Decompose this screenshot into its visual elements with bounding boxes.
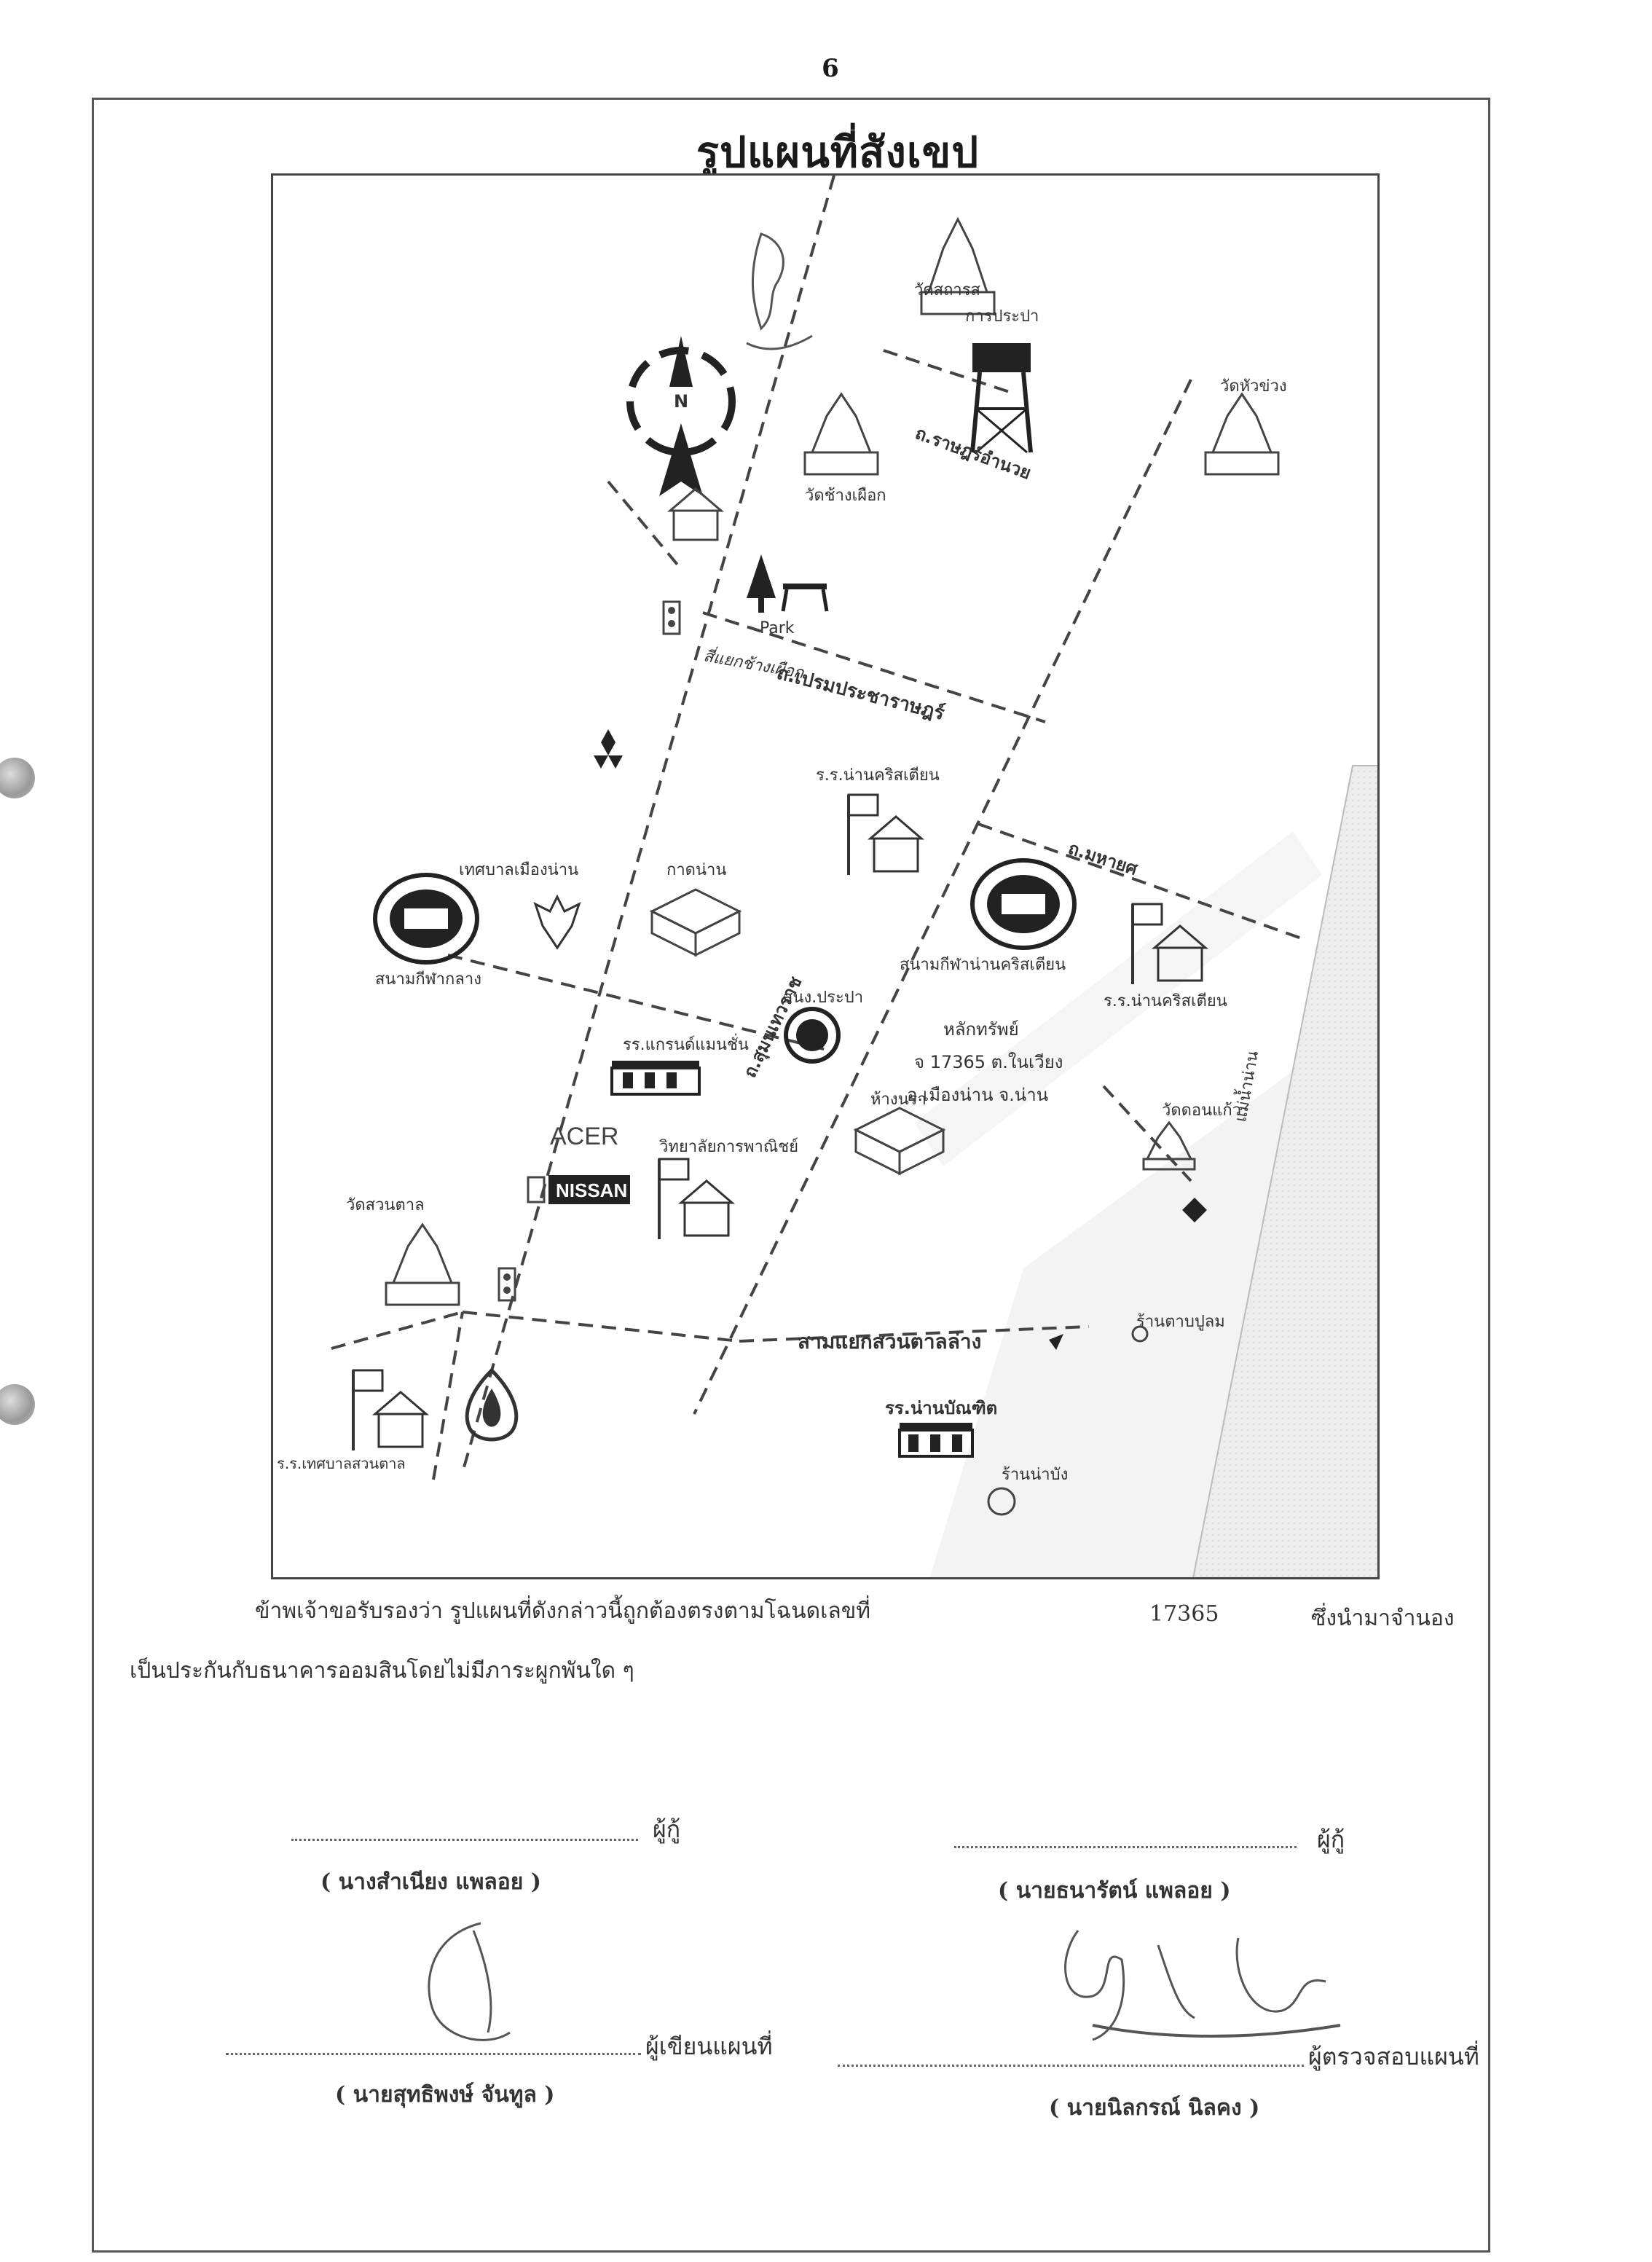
road-label-premprachara: ถ.เปรมประชาราษฎร์ — [774, 661, 946, 725]
label-collateral-2: จ 17365 ต.ในเวียง — [914, 1052, 1063, 1072]
school-building-icon — [898, 1423, 974, 1458]
label-shop: ห้างนรา — [870, 1091, 927, 1109]
drawer-label: ผู้เขียนแผนที่ — [645, 2033, 773, 2060]
nissan-logo-box — [548, 1175, 630, 1204]
checker-signature-line — [838, 2065, 1304, 2067]
drawer-signature — [428, 1922, 511, 2041]
temple-icon-top — [920, 216, 996, 315]
label-municipality: เทศบาลเมืองน่าน — [459, 861, 578, 879]
label-rr-nan-christian-right: ร.ร.น่านคริสเตียน — [1104, 992, 1227, 1010]
road-premprachara — [702, 611, 1046, 723]
label-water-supply: การประปา — [965, 307, 1039, 326]
label-rr-municipal-suan-tan: ร.ร.เทศบาลสวนตาล — [277, 1455, 406, 1472]
nissan-logo: NISSAN — [556, 1179, 627, 1201]
label-wat-right: วัดดอนแก้ว — [1162, 1101, 1241, 1120]
restaurant-marker-icon — [1131, 1325, 1149, 1343]
label-stadium-right: สนามกีฬาน่านคริสเตียน — [900, 956, 1066, 974]
borrower2-name: ( นายธนารัตน์ แพลอย ) — [998, 1878, 1231, 1904]
borrower1-name: ( นางสำเนียง แพลอย ) — [320, 1869, 541, 1895]
label-water-office: สนง.ประปา — [783, 989, 863, 1007]
borrower1-signature-line — [291, 1839, 638, 1841]
punch-hole-top — [0, 758, 35, 798]
nan-river — [1192, 765, 1377, 1577]
shop-building-icon — [853, 1107, 946, 1176]
svg-text:N: N — [674, 391, 688, 412]
borrower2-signature-line — [954, 1846, 1297, 1848]
traffic-light-icon-2 — [497, 1267, 516, 1302]
gym-building-icon — [649, 888, 742, 957]
shaded-area-2 — [914, 831, 1322, 1166]
label-collateral-3: อ.เมืองน่าน จ.น่าน — [907, 1085, 1048, 1105]
road-lower-left-stub — [432, 1311, 464, 1480]
school-flag-icon-3 — [658, 1158, 736, 1239]
traffic-light-icon — [662, 600, 681, 635]
water-office-seal-icon — [784, 1007, 841, 1064]
hotel-building-icon — [610, 1061, 701, 1096]
road-western-main — [461, 176, 835, 1473]
punch-hole-bottom — [0, 1384, 35, 1425]
road-sumonthewarat — [693, 379, 1192, 1415]
label-commerce-college: วิทยาลัยการพาณิชย์ — [658, 1138, 798, 1156]
checker-signature — [1064, 1930, 1341, 2041]
road-label-mahayot: ถ.มหายศ — [1066, 838, 1141, 879]
thailand-emblem-icon — [746, 232, 813, 350]
label-collateral-1: หลักทรัพย์ — [943, 1019, 1019, 1040]
map-canvas: N วัดสถารส การประปา ถ.ราษฎร์อำนวย วัดช้า… — [277, 176, 1377, 1577]
certification-line-1-tail: ซึ่งนำมาจำนอง — [1311, 1606, 1455, 1631]
temple-icon-suan-tan — [385, 1222, 460, 1306]
road-right-lane — [1102, 1085, 1192, 1182]
stadium-icon-left — [373, 873, 479, 965]
drawer-signature-line — [226, 2053, 641, 2055]
road-mahayot — [978, 822, 1308, 942]
road-bottom-crossing — [331, 1311, 463, 1350]
label-park: Park — [760, 619, 795, 637]
park-icon — [747, 554, 829, 613]
sketch-map: N วัดสถารส การประปา ถ.ราษฎร์อำนวย วัดช้า… — [271, 173, 1380, 1579]
road-rajfamnuai-west — [607, 480, 683, 570]
certification-line-2: เป็นประกันกับธนาคารออมสินโดยไม่มีภาระผูก… — [130, 1658, 634, 1684]
drawer-name: ( นายสุทธิพงษ์ จันทูล ) — [335, 2082, 555, 2108]
document-title: รูปแผนที่สังเขป — [696, 127, 980, 177]
road-mid-crossing — [447, 954, 827, 1051]
acer-logo: ACER — [550, 1123, 618, 1150]
checker-label: ผู้ตรวจสอบแผนที่ — [1308, 2043, 1479, 2070]
label-restaurant: ร้านตาบปูลม — [1136, 1313, 1225, 1331]
label-wat-suan-tan: วัดสวนตาล — [346, 1196, 425, 1214]
school-flag-icon-4 — [352, 1369, 430, 1450]
location-marker-icon — [1182, 1198, 1207, 1222]
label-junction: สามแยกสวนตาลล่าง — [798, 1330, 981, 1354]
borrower2-label: ผู้กู้ — [1317, 1826, 1345, 1853]
label-wat-chang-kham: วัดช้างเผือก — [805, 487, 886, 505]
page-number: 6 — [822, 54, 839, 83]
label-nam-pung: ร้านน่าบัง — [1002, 1466, 1068, 1484]
school-flag-icon-2 — [1131, 903, 1209, 984]
temple-icon-chang-kham — [803, 392, 879, 476]
label-grand-mansion: รร.แกรนด์แมนชั่น — [623, 1033, 749, 1054]
house-icon — [666, 487, 725, 541]
label-gymnasium: กาดน่าน — [666, 861, 726, 879]
mitsubishi-logo-icon — [594, 729, 623, 769]
certification-line-1: ข้าพเจ้าขอรับรองว่า รูปแผนที่ดังกล่าวนี้… — [255, 1598, 871, 1624]
label-wat-top: วัดสถารส — [914, 281, 981, 299]
temple-icon-right — [1142, 1120, 1196, 1171]
garuda-emblem-icon — [533, 894, 581, 950]
stadium-icon-right — [970, 858, 1077, 950]
document-frame — [92, 98, 1490, 2253]
checker-name: ( นายนิลกรณ์ นิลคง ) — [1049, 2095, 1260, 2121]
label-wat-hua-khuang: วัดหัวข่วง — [1220, 377, 1287, 396]
nam-pung-marker-icon — [987, 1487, 1016, 1516]
junction-arrow-icon — [1049, 1334, 1063, 1350]
water-tower-icon — [970, 343, 1033, 454]
label-stadium-left: สนามกีฬากลาง — [375, 970, 481, 989]
borrower1-label: ผู้กู้ — [653, 1815, 681, 1843]
ptt-logo-icon — [465, 1367, 519, 1442]
deed-number: 17365 — [1149, 1601, 1219, 1627]
road-bottom-east — [739, 1325, 1090, 1343]
label-rr-nan-christian-top: ร.ร.น่านคริสเตียน — [816, 766, 940, 785]
nissan-badge-icon — [527, 1176, 546, 1203]
north-arrow-icon: N — [626, 336, 736, 496]
school-flag-icon-1 — [847, 793, 925, 875]
temple-icon-hua-khuang — [1204, 392, 1280, 476]
label-rr-nan-bandit: รร.น่านบัณฑิต — [885, 1398, 997, 1418]
